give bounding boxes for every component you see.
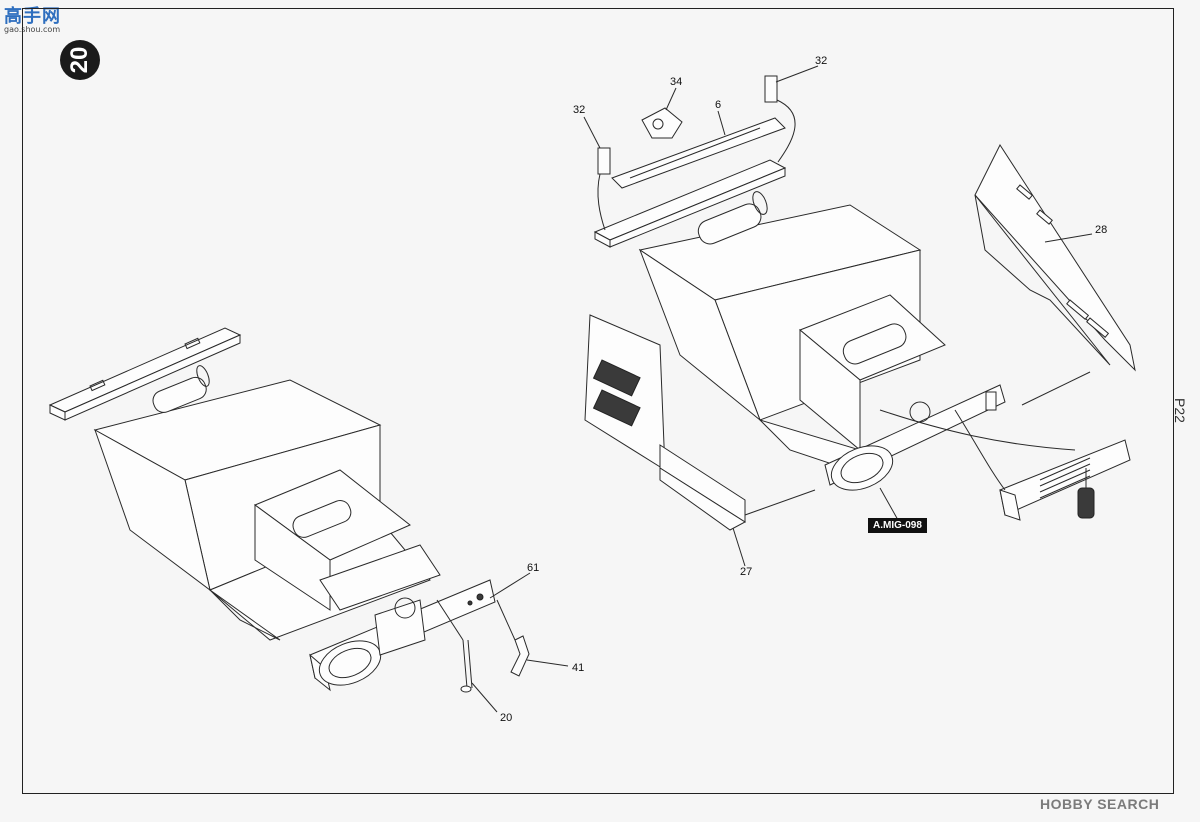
callout-part-6: 6 — [715, 99, 722, 111]
watermark-url: gao.shou.com — [4, 25, 61, 34]
paint-reference-tag: A.MIG-098 — [868, 518, 927, 533]
leader-lines — [471, 65, 1093, 713]
callout-part-32: 32 — [573, 104, 586, 116]
callout-part-32-right: 32 — [815, 55, 828, 67]
watermark-top: 高手网 gao.shou.com — [4, 2, 61, 34]
left-assembly — [48, 327, 530, 693]
callout-part-34: 34 — [670, 76, 683, 88]
callout-part-61: 61 — [527, 562, 540, 574]
callout-part-28: 28 — [1095, 224, 1108, 236]
page-frame — [22, 8, 1174, 794]
callout-part-20: 20 — [500, 712, 513, 724]
callout-part-27: 27 — [740, 566, 753, 578]
watermark-hobby-search: HOBBY SEARCH — [1040, 796, 1160, 812]
watermark-brand: 高手网 — [4, 6, 61, 27]
callout-part-41: 41 — [572, 662, 585, 674]
right-assembly — [584, 75, 1136, 531]
